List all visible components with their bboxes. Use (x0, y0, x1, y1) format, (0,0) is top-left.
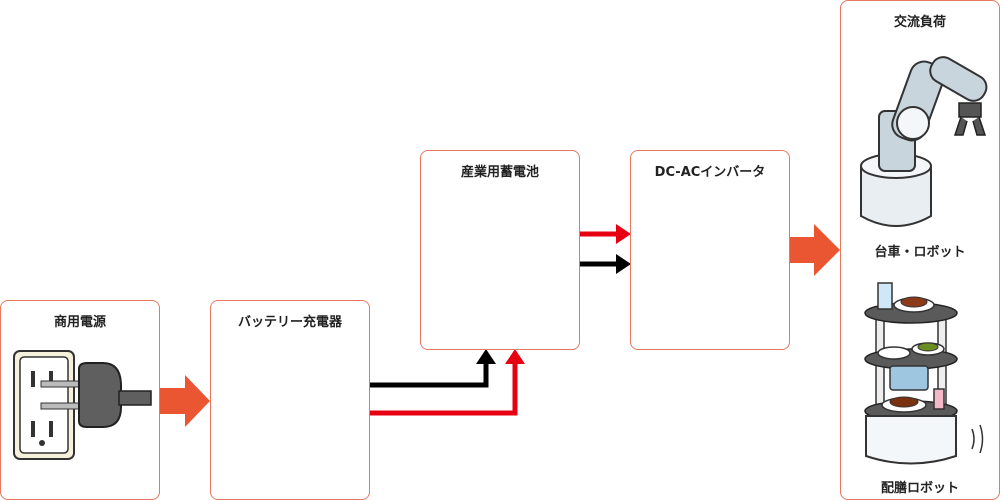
serving-robot-icon (864, 282, 984, 465)
node-label: DC-ACインバータ (654, 165, 766, 180)
outlet-plug-icon (13, 350, 152, 460)
block-arrow-inverter-to-load (789, 224, 840, 276)
node-ac-load: 交流負荷 台車・ロボット (840, 0, 1000, 500)
positive-wire-arrowhead-inverter (616, 224, 631, 244)
node-label: 交流負荷 (893, 15, 946, 30)
block-arrow-power-to-charger (160, 375, 210, 427)
node-inverter: DC-ACインバータ (630, 150, 790, 350)
ac-load-item-label-robot: 台車・ロボット (874, 245, 966, 260)
node-commercial-power: 商用電源 (0, 300, 160, 500)
positive-wire-arrowhead (505, 349, 525, 364)
positive-wire-charger-to-battery (370, 362, 518, 416)
ac-load-item-label-serving: 配膳ロボット (880, 481, 959, 496)
negative-wire-arrowhead-inverter (616, 254, 631, 274)
node-battery: 産業用蓄電池 (420, 150, 580, 350)
node-label: 商用電源 (53, 315, 106, 330)
robot-arm-icon (860, 56, 988, 227)
negative-wire-charger-to-battery (370, 362, 489, 388)
node-label: 産業用蓄電池 (460, 165, 539, 180)
node-charger: バッテリー充電器 (210, 300, 370, 500)
negative-wire-arrowhead (476, 349, 496, 364)
node-label: バッテリー充電器 (237, 315, 342, 330)
